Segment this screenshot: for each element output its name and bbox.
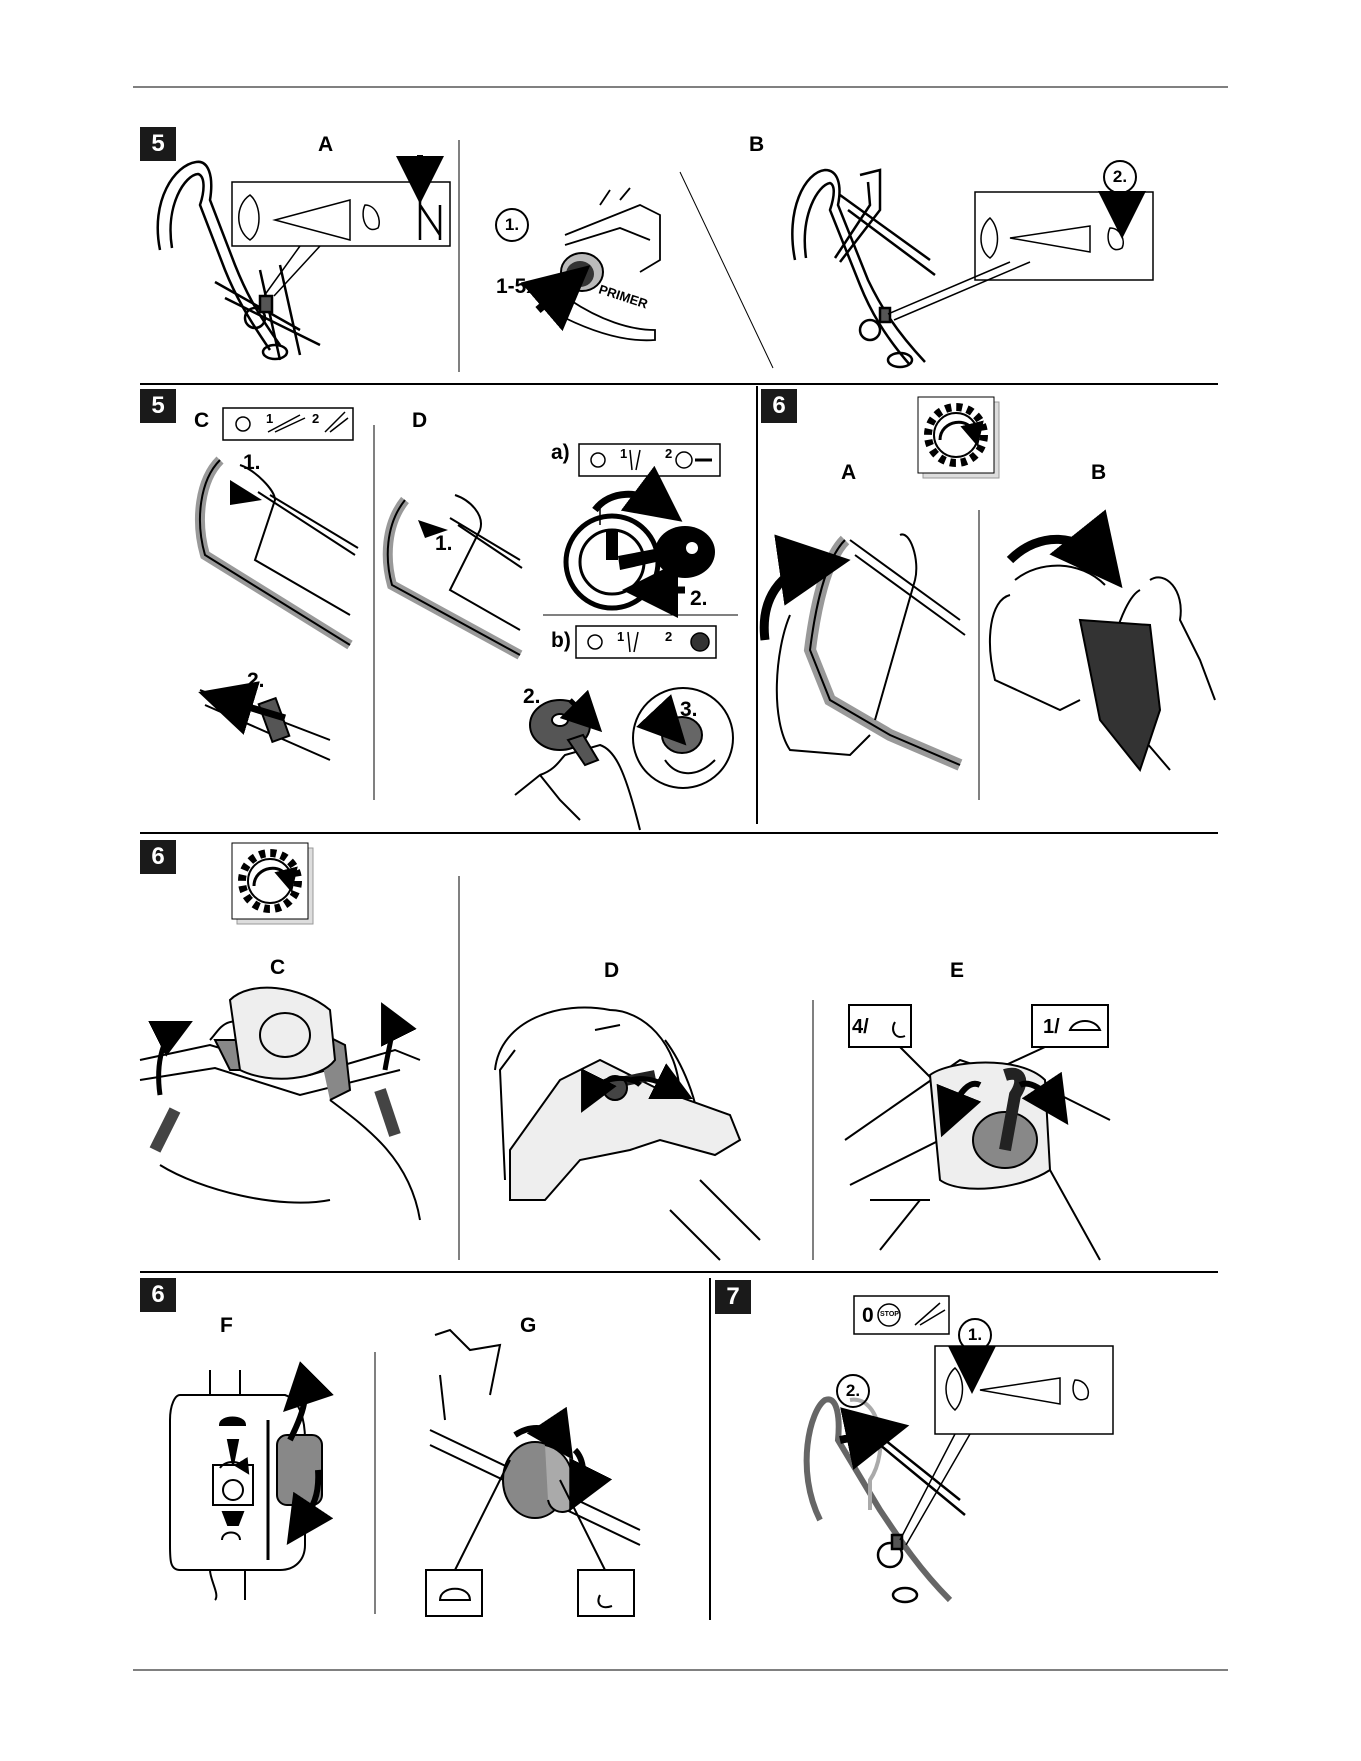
figure-5b-handle	[792, 170, 935, 367]
figure-label-5d: D	[412, 410, 427, 431]
throttle-lever-5c	[200, 690, 330, 760]
figure-label-6a: A	[841, 462, 856, 483]
symbol-num: 1	[266, 412, 273, 425]
choke-symbol-box-5a	[232, 182, 450, 296]
figure-6e-console	[845, 1005, 1110, 1260]
press-arrow-icon	[538, 286, 566, 310]
symbol-num: 2	[312, 412, 319, 425]
step-badge-5: 5	[140, 127, 176, 161]
symbol-box-5d-b	[576, 626, 716, 658]
symbol-box-5c	[223, 408, 353, 440]
stop-text: STOP	[880, 1311, 899, 1318]
callout-step-2: 2.	[247, 670, 265, 691]
callout-step-1: 1.	[243, 452, 261, 473]
step-badge-5: 5	[140, 389, 176, 423]
repeat-count: 1-5x	[496, 276, 538, 297]
callout-1: 1.	[958, 1318, 992, 1352]
callout-1: 1.	[495, 208, 529, 242]
callout-step-2: 2.	[690, 588, 708, 609]
figure-5d-handle	[388, 495, 522, 655]
key-tab-5d-b	[515, 700, 640, 830]
figure-label-6d: D	[604, 960, 619, 981]
symbol-box-5d-a	[579, 444, 720, 476]
choke-symbol-box-7	[900, 1346, 1113, 1545]
step-badge-6: 6	[140, 1278, 176, 1312]
callout-step-3: 3.	[630, 490, 648, 511]
step-badge-7: 7	[715, 1280, 751, 1314]
figure-label-5a: A	[318, 134, 333, 155]
figure-label-6f: F	[220, 1315, 233, 1336]
speed-tag-1: 1/	[1043, 1017, 1060, 1037]
figure-6a-handle	[764, 534, 965, 765]
figure-6f-control	[170, 1370, 322, 1600]
symbol-num: 1	[617, 630, 624, 643]
turn-arrow-icon	[595, 494, 660, 510]
step-badge-6: 6	[140, 840, 176, 874]
gear-rotate-icon	[918, 397, 999, 478]
figure-label-6e: E	[950, 960, 964, 981]
figure-5c-handle	[200, 460, 358, 645]
callout-2: 2.	[836, 1374, 870, 1408]
figure-label-6c: C	[270, 957, 285, 978]
symbol-num: 2	[665, 447, 672, 460]
speed-tag-4: 4/	[852, 1017, 869, 1037]
figure-6b-handle	[990, 539, 1215, 770]
gear-rotate-icon	[232, 843, 313, 924]
variant-label-b: b)	[551, 630, 571, 651]
figure-6g-dial	[426, 1330, 640, 1616]
choke-symbol-box-5b	[888, 192, 1153, 320]
callout-step-2: 2.	[523, 686, 541, 707]
callout-step-1: 1.	[435, 533, 453, 554]
callout-step-3: 3.	[680, 699, 698, 720]
figure-label-6b: B	[1091, 462, 1106, 483]
primer-button-icon	[561, 253, 603, 291]
diagonal-divider	[680, 172, 773, 368]
step-badge-6: 6	[761, 389, 797, 423]
figure-label-6g: G	[520, 1315, 536, 1336]
figure-label-5c: C	[194, 410, 209, 431]
symbol-num: 2	[665, 630, 672, 643]
variant-label-a: a)	[551, 442, 570, 463]
figure-6c-console	[140, 988, 420, 1220]
figure-6d-console	[495, 1008, 760, 1261]
figure-label-5b: B	[749, 134, 764, 155]
symbol-num: 1	[620, 447, 627, 460]
stop-symbol-number: 0	[862, 1305, 874, 1326]
callout-2: 2.	[1103, 160, 1137, 194]
